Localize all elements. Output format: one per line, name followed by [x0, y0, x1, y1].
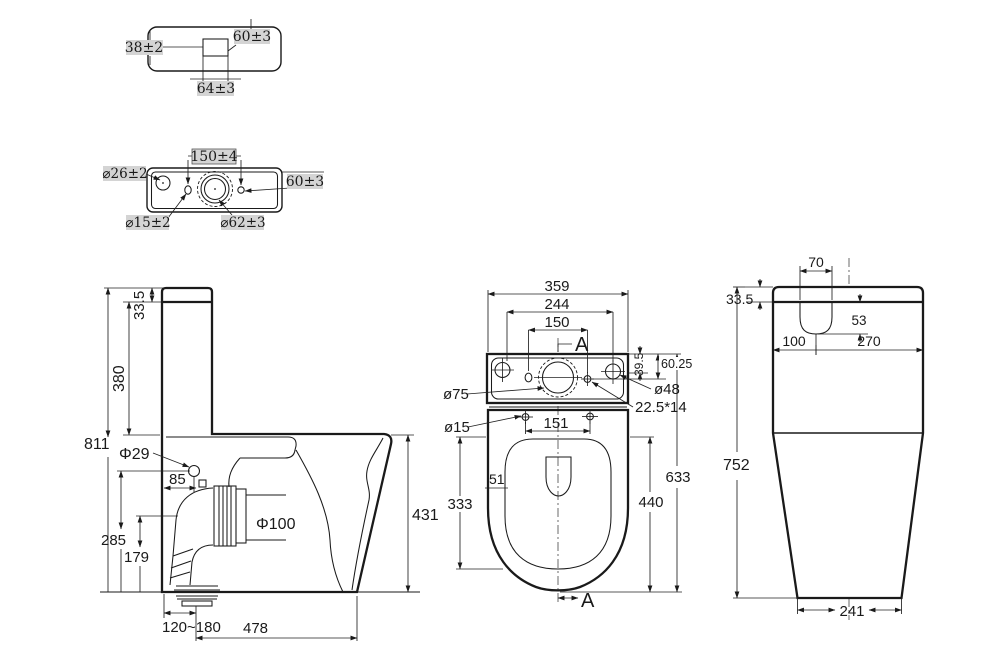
side-interior-lines [166, 436, 384, 607]
dim-38-label: 38±2 [125, 40, 163, 56]
lid-button-cutout [202, 38, 229, 57]
plan-seat-ring [504, 438, 612, 570]
dim-38-box [126, 40, 163, 55]
dim-phi29-label: Φ29 [119, 446, 150, 463]
dim-179-label: 179 [124, 549, 149, 566]
plan-water-spot [545, 456, 572, 497]
supply-hole-center [162, 182, 164, 184]
dim-333-label: 333 [447, 496, 472, 513]
dim-60-25-bg [659, 357, 696, 370]
dim-431-label: 431 [412, 507, 439, 524]
dim-150-plan-label: 150 [544, 314, 569, 331]
dim-150-box [191, 148, 237, 165]
dim-60b-box [287, 174, 323, 189]
dim-811-label: 811 [84, 436, 110, 453]
flush-valve-dashed [197, 171, 233, 207]
dim-26-box [103, 166, 146, 181]
dim-70-label: 70 [808, 254, 824, 270]
dim-o75-label: ø75 [443, 386, 469, 403]
dim-62-box [221, 215, 264, 230]
dim-244-label: 244 [544, 296, 569, 313]
tank-top-inner [150, 171, 279, 210]
dim-752-label: 752 [723, 457, 750, 474]
dim-slot-label: 22.5*14 [635, 399, 687, 416]
dim-26-label: ⌀26±2 [102, 166, 147, 182]
fixing-hole-right [237, 186, 245, 194]
dim-64-box [197, 81, 234, 96]
dim-15-label: ⌀15±2 [125, 215, 170, 231]
dim-151-label: 151 [543, 415, 568, 432]
dim-15-box [126, 215, 169, 230]
dim-33-5-rear-label: 33.5 [726, 291, 753, 307]
dim-478-label: 478 [243, 620, 268, 637]
dim-85-label: 85 [169, 471, 186, 488]
dim-380-label: 380 [111, 365, 128, 392]
dim-33-5-side-label: 33.5 [131, 291, 148, 320]
plan-cistern-outline [485, 352, 630, 405]
dim-100-label: 100 [782, 333, 806, 349]
dim-150-label: 150±4 [190, 149, 237, 165]
dim-39-5-label: 39.5 [632, 352, 646, 376]
section-a-bottom-label: A [581, 590, 595, 612]
plan-dimension-lines [456, 290, 682, 601]
plan-view: 359 244 150 A A ø75 ø48 22.5*14 ø15 151 … [443, 278, 696, 612]
dim-241-label: 241 [839, 603, 864, 620]
tank-top-view: 150±4 ⌀26±2 60±3 ⌀15±2 ⌀62±3 [102, 148, 324, 231]
lid-dimension-lines [149, 19, 252, 83]
dim-270-label: 270 [857, 333, 881, 349]
dim-51-label: 51 [489, 471, 505, 487]
dim-440-label: 440 [638, 494, 663, 511]
dim-64-label: 64±3 [197, 81, 235, 97]
side-view: 811 33.5 380 Φ29 85 285 179 Φ100 431 120… [84, 286, 439, 641]
dim-rough-in-label: 120~180 [162, 619, 221, 636]
dim-o48-label: ø48 [654, 381, 680, 398]
side-body-outline [160, 286, 393, 594]
flush-valve-center [214, 188, 216, 190]
dim-60-label: 60±3 [233, 29, 271, 45]
side-dimension-lines [104, 287, 414, 641]
supply-hole [155, 175, 171, 191]
dim-359-label: 359 [544, 278, 569, 295]
dim-60-box [234, 29, 270, 44]
dim-o15-label: ø15 [444, 419, 470, 436]
dim-53-label: 53 [851, 313, 866, 328]
plan-holes [491, 357, 625, 424]
dim-phi100-label: Φ100 [256, 516, 296, 533]
plan-bowl-outline [486, 408, 630, 592]
rear-view: 70 33.5 53 100 270 752 241 [721, 254, 925, 620]
flush-valve-hole-inner [203, 177, 227, 201]
dim-285-label: 285 [101, 532, 126, 549]
section-a-top-label: A [575, 334, 589, 356]
lid-top-view: 38±2 60±3 64±3 [125, 19, 282, 97]
flush-valve-hole-outer [200, 174, 230, 204]
dim-752-bg [721, 455, 753, 473]
dim-60b-label: 60±3 [286, 174, 324, 190]
dim-53-bg [849, 313, 871, 327]
rear-dimension-lines [733, 266, 924, 614]
dim-60-25-label: 60.25 [661, 357, 692, 371]
dim-633-label: 633 [665, 469, 690, 486]
tank-top-outline [146, 167, 283, 213]
dim-62-label: ⌀62±3 [220, 215, 265, 231]
fixing-hole-left [184, 185, 192, 195]
